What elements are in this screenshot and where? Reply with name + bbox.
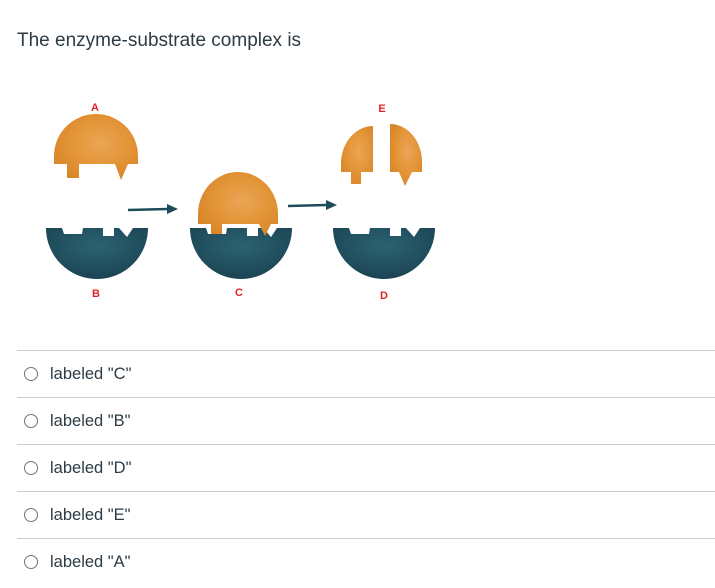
answer-option-c[interactable]: labeled "C"	[17, 350, 715, 397]
product-right	[390, 124, 422, 186]
radio-button[interactable]	[24, 461, 38, 475]
substrate-c	[198, 172, 278, 236]
substrate-a	[54, 114, 138, 180]
label-d: D	[380, 290, 388, 302]
answer-option-e[interactable]: labeled "E"	[17, 491, 715, 538]
arrow-1	[127, 204, 178, 214]
answer-label: labeled "D"	[50, 458, 132, 477]
label-a: A	[91, 102, 99, 114]
enzyme-c	[190, 228, 292, 279]
enzyme-b	[46, 228, 148, 279]
answer-option-d[interactable]: labeled "D"	[17, 444, 715, 491]
label-e: E	[378, 103, 385, 115]
arrow-2	[287, 200, 337, 210]
radio-button[interactable]	[24, 414, 38, 428]
enzyme-d	[333, 228, 435, 279]
radio-button[interactable]	[24, 555, 38, 569]
diagram-svg: A B C D E	[46, 102, 435, 302]
question-text: The enzyme-substrate complex is	[17, 30, 302, 51]
label-b: B	[92, 288, 100, 300]
product-left	[341, 125, 373, 184]
label-c: C	[235, 287, 243, 299]
answer-list: labeled "C" labeled "B" labeled "D" labe…	[17, 350, 715, 585]
radio-button[interactable]	[24, 508, 38, 522]
answer-label: labeled "E"	[50, 505, 131, 524]
answer-label: labeled "C"	[50, 364, 132, 383]
answer-label: labeled "B"	[50, 411, 131, 430]
answer-option-a[interactable]: labeled "A"	[17, 538, 715, 585]
answer-label: labeled "A"	[50, 552, 131, 571]
enzyme-substrate-diagram: A B C D E	[30, 86, 450, 316]
answer-option-b[interactable]: labeled "B"	[17, 397, 715, 444]
radio-button[interactable]	[24, 367, 38, 381]
